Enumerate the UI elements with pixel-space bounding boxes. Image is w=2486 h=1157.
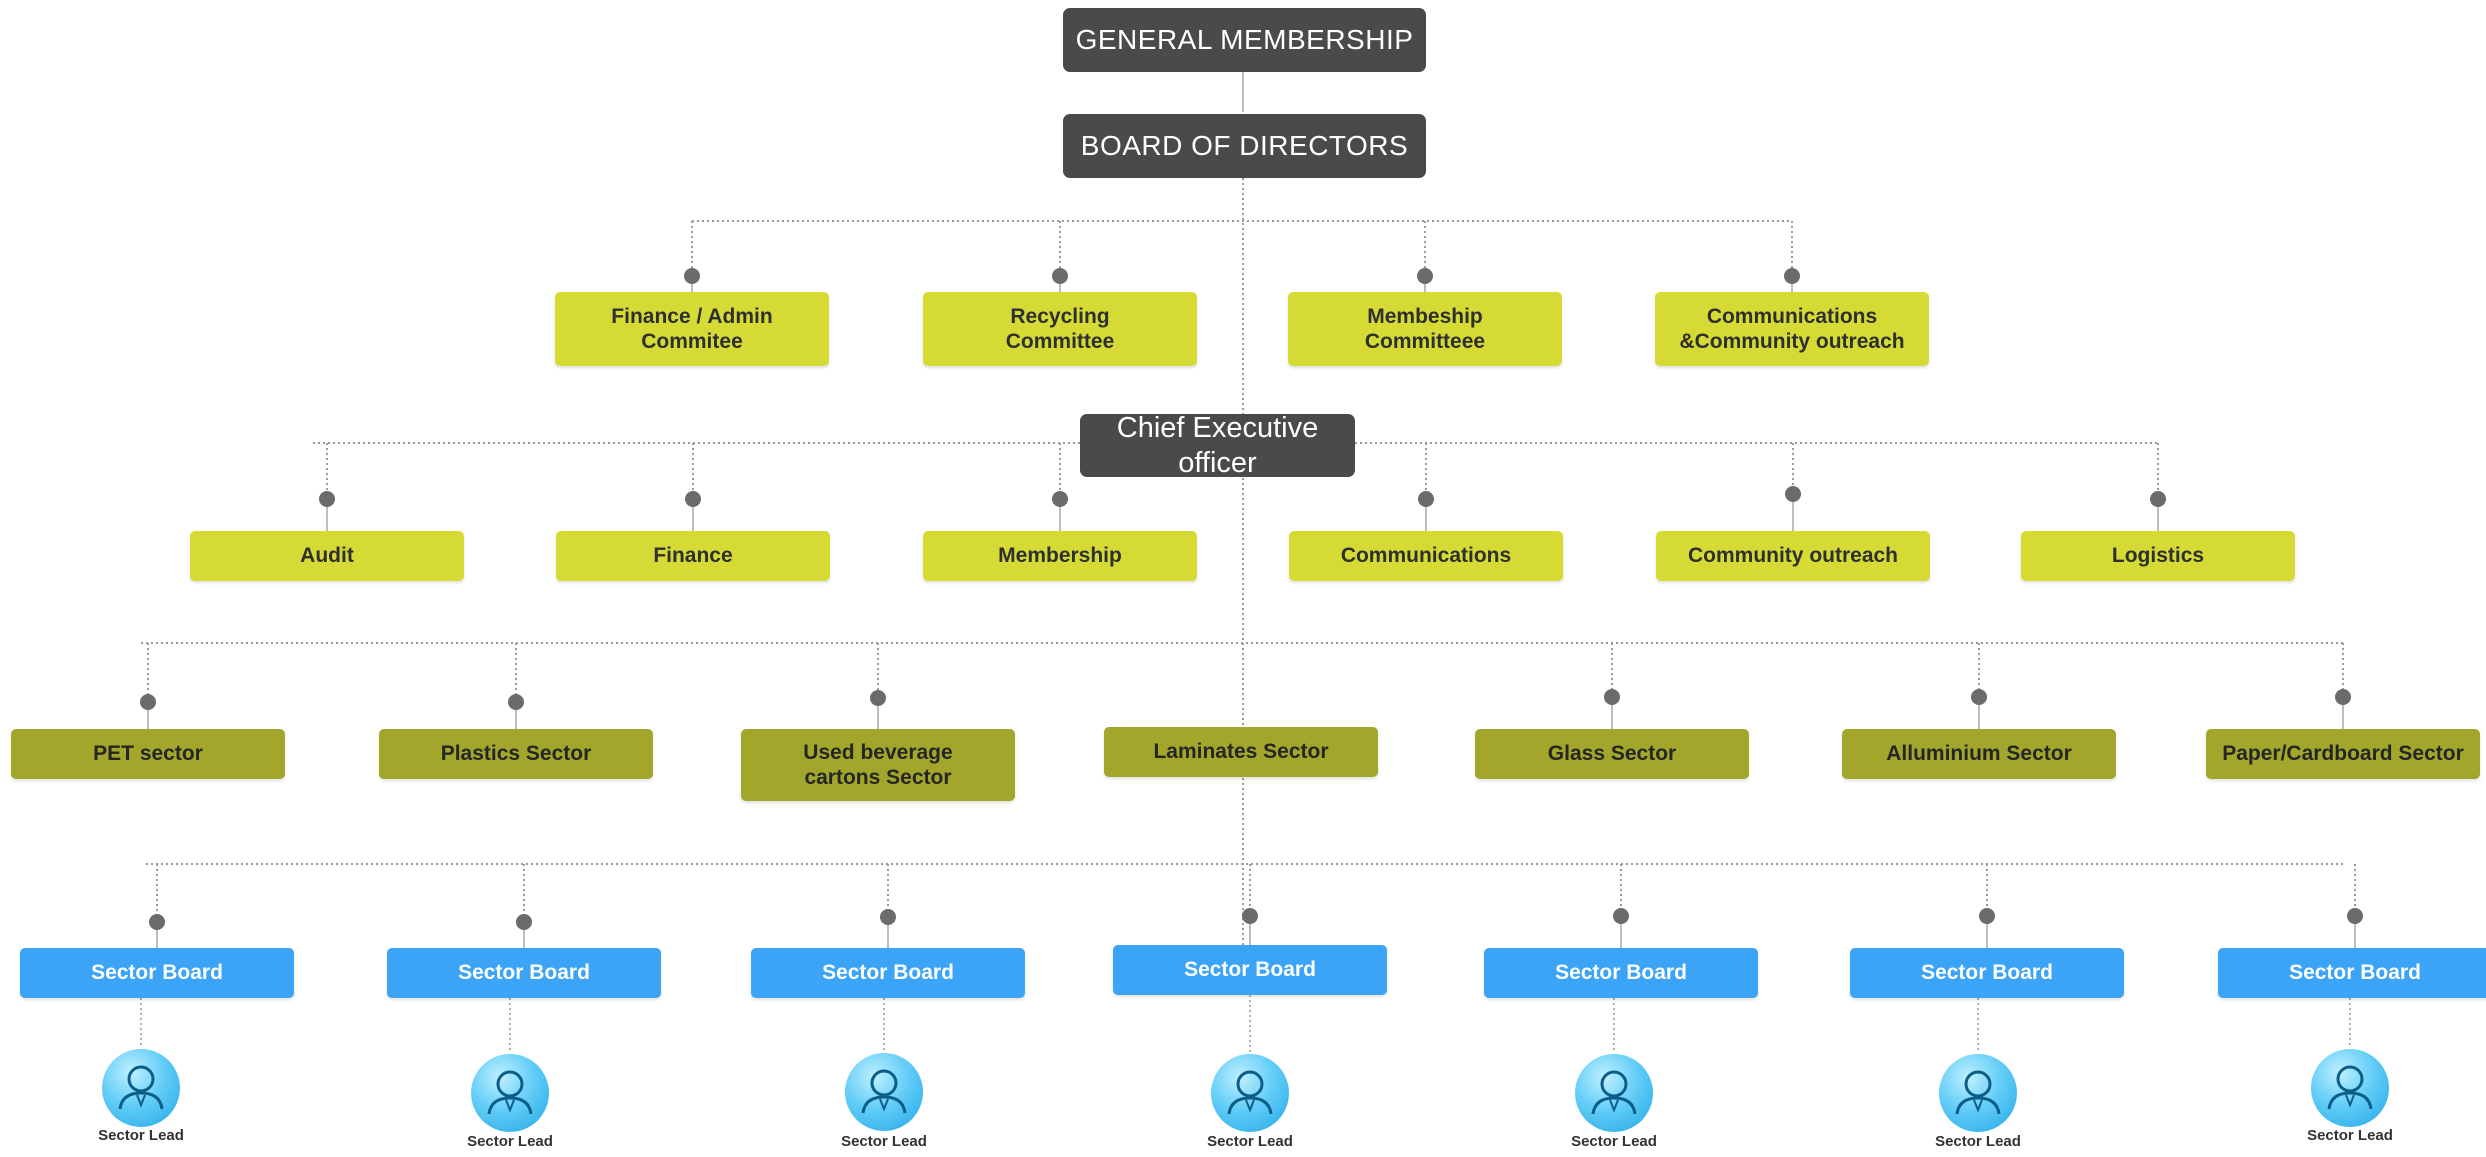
sector-board-box: Sector Board [387,948,661,998]
sector-lead-label: Sector Lead [1207,1133,1293,1150]
connector-dot-icon [1979,908,1995,924]
sector-box: Glass Sector [1475,729,1749,779]
sector-box-label: PET sector [93,742,203,766]
person-avatar-icon [845,1053,923,1131]
sector-board-box-label: Sector Board [1555,961,1687,985]
connector-dot-icon [684,268,700,284]
general-membership-box-label: GENERAL MEMBERSHIP [1075,24,1414,56]
sector-lead-label: Sector Lead [2307,1127,2393,1144]
connector-dot-icon [870,690,886,706]
sector-board-box: Sector Board [20,948,294,998]
committee-box-label: Communications&Community outreach [1679,304,1905,353]
connector-dot-icon [685,491,701,507]
sector-board-box-label: Sector Board [2289,961,2421,985]
department-box-label: Membership [998,544,1122,568]
connector-dot-icon [516,914,532,930]
person-avatar-icon [1939,1054,2017,1132]
connector-dot-icon [140,694,156,710]
department-box-label: Finance [653,544,733,568]
board-of-directors-box: BOARD OF DIRECTORS [1063,114,1426,178]
connector-dot-icon [1604,689,1620,705]
department-box: Finance [556,531,830,581]
connector-dot-icon [1418,491,1434,507]
sector-board-box-label: Sector Board [91,961,223,985]
sector-board-box: Sector Board [1484,948,1758,998]
sector-box-label: Paper/Cardboard Sector [2222,742,2464,766]
connector-dot-icon [1971,689,1987,705]
connector-dot-icon [1417,268,1433,284]
connector-dot-icon [1052,268,1068,284]
sector-board-box-label: Sector Board [1184,958,1316,982]
person-avatar-icon [102,1049,180,1127]
department-box: Membership [923,531,1197,581]
connector-dot-icon [2150,491,2166,507]
ceo-box: Chief Executive officer [1080,412,1355,479]
sector-lead-label: Sector Lead [841,1133,927,1150]
department-box: Community outreach [1656,531,1930,581]
sector-box: Laminates Sector [1104,727,1378,777]
department-box: Communications [1289,531,1563,581]
department-box-label: Community outreach [1687,544,1899,568]
committee-box: Communications&Community outreach [1655,292,1929,366]
sector-box-label: Laminates Sector [1153,740,1329,764]
sector-lead-label: Sector Lead [1935,1133,2021,1150]
sector-box-label: Plastics Sector [440,742,592,766]
person-avatar-icon [2311,1049,2389,1127]
sector-box: Plastics Sector [379,729,653,779]
sector-lead-label: Sector Lead [467,1133,553,1150]
connector-dot-icon [2335,689,2351,705]
sector-board-box-label: Sector Board [1921,961,2053,985]
connector-dot-icon [1052,491,1068,507]
sector-lead-label: Sector Lead [98,1127,184,1144]
department-box-label: Communications [1340,544,1512,568]
connector-dot-icon [1242,908,1258,924]
department-box: Logistics [2021,531,2295,581]
person-avatar-icon [1575,1054,1653,1132]
department-box: Audit [190,531,464,581]
sector-box: PET sector [11,729,285,779]
sector-board-box-label: Sector Board [458,961,590,985]
sector-box-label: Glass Sector [1547,742,1677,766]
department-box-label: Logistics [2111,544,2205,568]
sector-board-box: Sector Board [751,948,1025,998]
ceo-box-label: Chief Executive officer [1116,411,1319,479]
sector-box: Alluminium Sector [1842,729,2116,779]
sector-board-box: Sector Board [1113,945,1387,995]
sector-board-box: Sector Board [2218,948,2486,998]
connector-dot-icon [1785,486,1801,502]
board-of-directors-box-label: BOARD OF DIRECTORS [1080,130,1409,162]
sector-board-box: Sector Board [1850,948,2124,998]
connector-dot-icon [319,491,335,507]
connector-dot-icon [1613,908,1629,924]
connector-dot-icon [880,909,896,925]
sector-lead-label: Sector Lead [1571,1133,1657,1150]
general-membership-box: GENERAL MEMBERSHIP [1063,8,1426,72]
department-box-label: Audit [300,544,354,568]
sector-box-label: Alluminium Sector [1886,742,2072,766]
person-avatar-icon [471,1054,549,1132]
connector-dot-icon [1784,268,1800,284]
connector-dot-icon [149,914,165,930]
person-avatar-icon [1211,1054,1289,1132]
sector-board-box-label: Sector Board [822,961,954,985]
sector-box: Paper/Cardboard Sector [2206,729,2480,779]
connector-dot-icon [508,694,524,710]
connector-dot-icon [2347,908,2363,924]
